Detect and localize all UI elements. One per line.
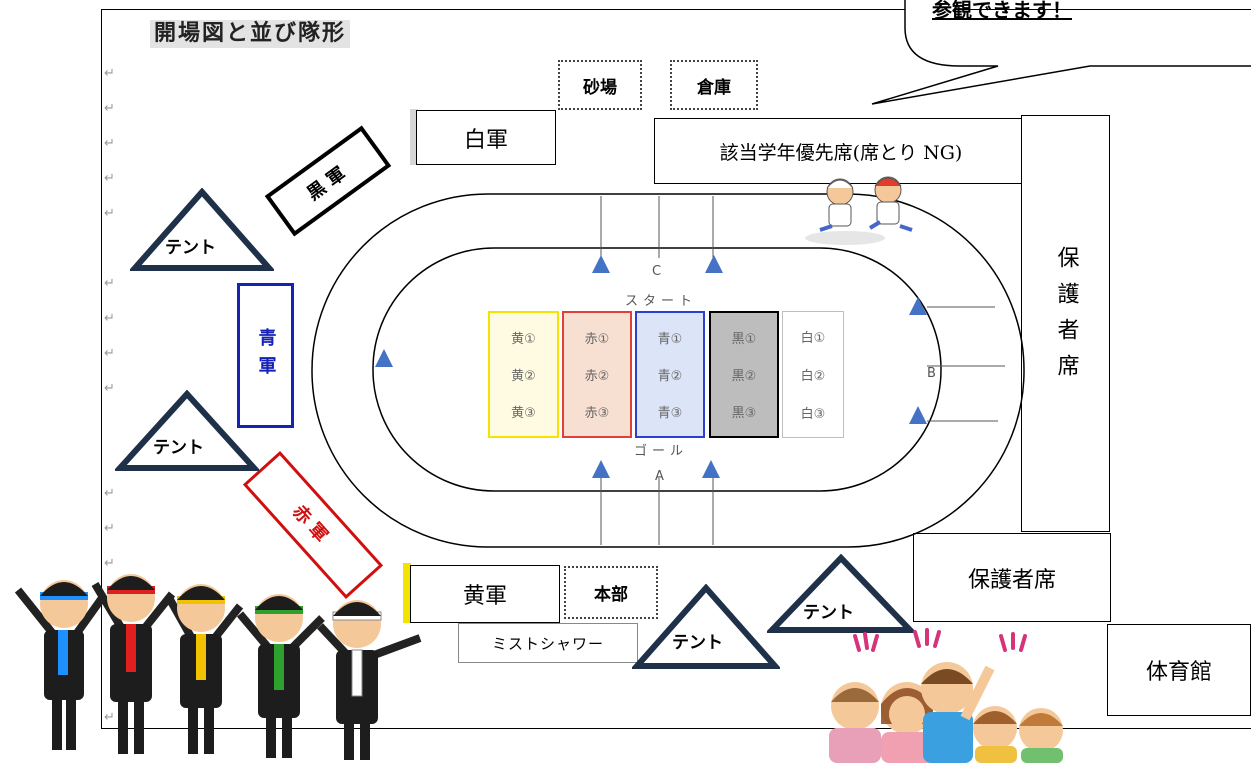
paragraph-mark: ↵	[104, 101, 115, 116]
blue-team-box: 青軍	[237, 283, 294, 428]
paragraph-mark: ↵	[104, 276, 115, 291]
paragraph-mark: ↵	[104, 206, 115, 221]
paragraph-mark: ↵	[104, 710, 115, 725]
track-marker	[702, 460, 720, 478]
formation-cell: 黄①	[511, 332, 536, 347]
track-marker	[375, 349, 393, 367]
white-team-shadow	[410, 109, 418, 165]
tent-icon	[115, 390, 259, 471]
tent-label: テント	[165, 238, 216, 258]
mist-shower-box: ミストシャワー	[458, 623, 638, 663]
guardian-seat-side: 保護者席	[1021, 115, 1110, 532]
formation-cell: 赤②	[584, 369, 610, 384]
paragraph-mark: ↵	[104, 66, 115, 81]
formation-white: 白① 白② 白③	[782, 311, 844, 438]
white-team-box: 白軍	[416, 110, 556, 165]
running-kids-illustration	[805, 176, 913, 245]
track-outer-line	[311, 193, 1025, 548]
formation-cell: 黄③	[511, 406, 536, 421]
formation-blue: 青① 青② 青③	[635, 311, 705, 438]
paragraph-mark: ↵	[104, 311, 115, 326]
paragraph-mark: ↵	[104, 346, 115, 361]
storage-box: 倉庫	[670, 60, 758, 110]
cheering-students-illustration	[14, 574, 422, 760]
formation-cell: 黒②	[731, 369, 757, 384]
formation-cell: 青①	[657, 332, 683, 347]
formation-cell: 青②	[657, 369, 683, 384]
paragraph-mark: ↵	[104, 171, 115, 186]
track-marker	[592, 460, 610, 478]
gym-box: 体育館	[1107, 624, 1251, 716]
tent-label: テント	[803, 603, 854, 623]
yellow-team-box: 黄軍	[410, 565, 560, 623]
formation-cell: 赤①	[584, 332, 610, 347]
track-marker	[909, 297, 927, 315]
track-inner-line	[372, 247, 942, 492]
formation-cell: 青③	[657, 406, 683, 421]
callout-balloon	[871, 0, 1251, 105]
tent-label: テント	[672, 633, 723, 653]
formation-cell: 黒③	[731, 406, 757, 421]
tent-label: テント	[153, 438, 204, 458]
yellow-team-accent	[403, 563, 411, 623]
paragraph-mark: ↵	[104, 486, 115, 501]
sandbox-box: 砂場	[558, 60, 642, 110]
guardian-seat-side-label: 保護者席	[1053, 246, 1079, 390]
lane-b-label: B	[927, 366, 936, 381]
formation-cell: 白②	[800, 368, 826, 384]
priority-seat-box: 該当学年優先席(席とり NG)	[654, 118, 1028, 184]
formation-red: 赤① 赤② 赤③	[562, 311, 632, 438]
guardian-seat-bottom: 保護者席	[913, 533, 1111, 622]
paragraph-mark: ↵	[104, 136, 115, 151]
lane-a-label: A	[655, 469, 664, 484]
formation-yellow: 黄① 黄② 黄③	[488, 311, 559, 438]
formation-cell: 赤③	[584, 406, 610, 421]
hq-box: 本部	[564, 566, 658, 619]
formation-cell: 白③	[800, 406, 826, 422]
formation-cell: 白①	[800, 331, 826, 347]
blue-team-label: 青軍	[255, 327, 277, 384]
paragraph-mark: ↵	[104, 556, 115, 571]
callout-text: 参観できます！	[932, 0, 1072, 22]
paragraph-mark: ↵	[104, 381, 115, 396]
paragraph-mark: ↵	[104, 521, 115, 536]
track-marker	[592, 255, 610, 273]
layout-page	[101, 9, 1251, 729]
lane-c-label: C	[652, 264, 662, 279]
formation-black: 黒① 黒② 黒③	[709, 311, 779, 438]
track-marker	[909, 406, 927, 424]
cheering-parents-illustration	[829, 628, 1063, 763]
tent-icon	[767, 554, 915, 633]
formation-cell: 黒①	[731, 332, 757, 347]
goal-label: ゴール	[634, 444, 689, 459]
formation-cell: 黄②	[511, 369, 536, 384]
tent-icon	[130, 188, 274, 271]
page-title: 開場図と並び隊形	[150, 20, 351, 48]
start-label: スタート	[625, 294, 698, 309]
tent-icon	[632, 584, 780, 669]
track-marker	[705, 255, 723, 273]
